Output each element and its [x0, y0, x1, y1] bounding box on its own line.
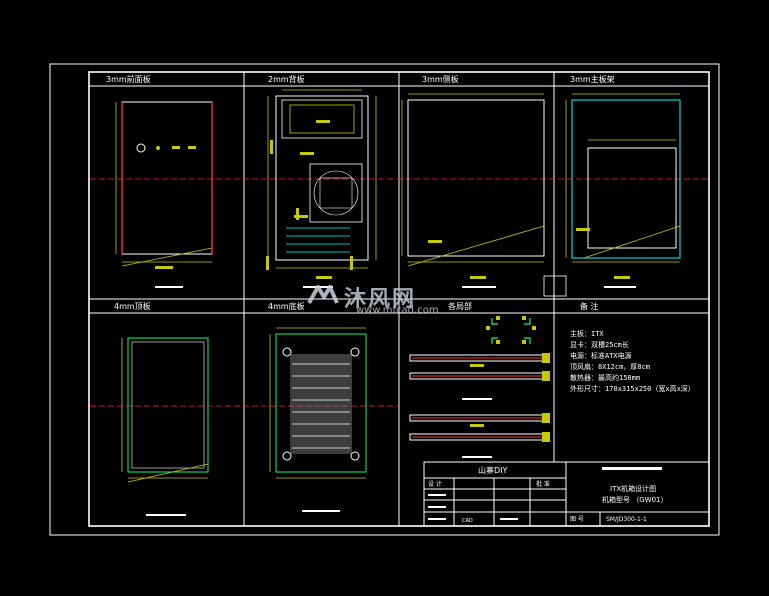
note-line: 主板：ITX: [570, 330, 604, 338]
panel-title-back: 2mm背板: [268, 75, 305, 84]
panel-title-side: 3mm侧板: [422, 75, 459, 84]
note-line: 顶风扇：8X12cm，厚8cm: [570, 363, 650, 371]
note-line: 散热器：最高约158mm: [570, 374, 641, 382]
outer-frame: [49, 63, 720, 536]
title-block: [423, 461, 710, 527]
panel-title-board-tray: 3mm主板架: [570, 75, 615, 84]
panel-title-front: 3mm前面板: [106, 75, 151, 84]
watermark-logo-icon: [306, 283, 340, 309]
cad-label: CAD: [462, 518, 473, 524]
note-line: 显卡：双槽25cm长: [570, 341, 629, 349]
drawing-no-label: 图 号: [570, 516, 584, 523]
panel-title-bottom: 4mm底板: [268, 302, 305, 311]
top-panel-drawing: [121, 337, 209, 516]
row-label-design: 设 计: [428, 481, 442, 488]
drawing-title: ITX机箱设计图: [610, 485, 657, 493]
note-line: 外形尺寸：170x315x250（宽x高x深）: [570, 385, 695, 393]
detail-drawings: [409, 316, 550, 458]
watermark-url: www.mfcad.com: [356, 305, 439, 316]
model-number: 机箱型号 （GW01）: [602, 496, 668, 504]
back-panel-drawing: [266, 89, 377, 288]
rail-details: [409, 354, 545, 441]
bracket-detail: [491, 318, 531, 344]
side-panel-drawing: [401, 93, 545, 288]
watermark-brand: 沐风网: [344, 287, 417, 312]
bottom-panel-drawing: [269, 327, 367, 512]
front-panel-drawing: [115, 101, 213, 288]
panel-title-notes: 备 注: [580, 302, 599, 311]
panel-title-top: 4mm顶板: [114, 302, 151, 311]
board-tray-drawing: [543, 93, 681, 297]
note-line: 电源：标准ATX电源: [570, 352, 632, 360]
panel-grid: [89, 72, 709, 526]
company-name: 山寨DIY: [478, 466, 508, 475]
centerlines: [90, 178, 709, 407]
drawing-no: SM/JD300-1-1: [606, 516, 647, 523]
title-block-fills: [428, 467, 662, 520]
panel-title-detail: 各局部: [448, 302, 472, 311]
col-label-approve: 批 准: [536, 481, 550, 488]
